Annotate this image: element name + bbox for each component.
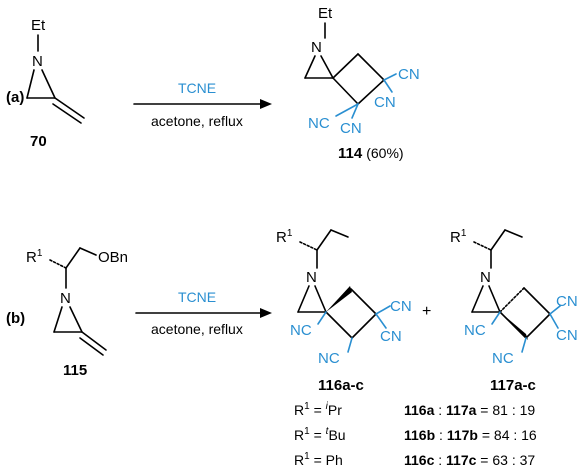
nitrogen-label: N xyxy=(32,53,43,70)
compound-70-structure: Et N xyxy=(26,17,85,124)
compound-114-caption: 114(60%) xyxy=(338,145,404,162)
nc-label: NC xyxy=(318,350,340,367)
compound-114-yield: (60%) xyxy=(366,145,403,161)
ratio-value: 116b : 117b = 84 : 16 xyxy=(404,427,537,443)
part-a-label: (a) xyxy=(6,89,24,106)
ethyl-label: Et xyxy=(31,17,46,34)
nc-label: NC xyxy=(308,115,330,132)
compound-117-structure: R1 N xyxy=(450,228,561,353)
r1-label: R1 xyxy=(276,228,293,246)
compound-114-number: 114 xyxy=(338,145,363,162)
cn-label: CN xyxy=(374,94,396,111)
reagent-tcne-b: TCNE xyxy=(178,289,216,305)
nitrogen-label: N xyxy=(480,269,491,286)
reaction-arrow-b xyxy=(135,308,272,318)
part-b-label: (b) xyxy=(6,310,25,327)
ratio-table: R1 = iPr 116a : 117a = 81 : 19 R1 = tBu … xyxy=(294,401,537,468)
ratio-row: R1 = Ph xyxy=(294,451,343,468)
cn-label: CN xyxy=(390,298,412,315)
plus-sign: + xyxy=(422,303,431,320)
compound-115-structure: R1 N xyxy=(26,247,107,356)
cn-label: CN xyxy=(340,120,362,137)
reaction-arrow-a xyxy=(133,99,272,109)
cn-label: CN xyxy=(398,66,420,83)
compound-116-number: 116a-c xyxy=(318,377,364,394)
conditions-b: acetone, reflux xyxy=(151,321,243,337)
r1-label: R1 xyxy=(26,248,43,266)
cn-label-partial: CN xyxy=(556,327,577,344)
conditions-a: acetone, reflux xyxy=(151,113,243,129)
nc-label: NC xyxy=(464,322,486,339)
ratio-value: 116c : 117c = 63 : 37 xyxy=(404,452,535,468)
ratio-value: 116a : 117a = 81 : 19 xyxy=(404,402,535,418)
compound-70-number: 70 xyxy=(30,133,47,150)
nc-label: NC xyxy=(492,350,514,367)
ratio-row: R1 = iPr xyxy=(294,401,342,418)
compound-114-structure: Et N xyxy=(304,5,397,119)
obn-label: OBn xyxy=(98,249,128,266)
nitrogen-label: N xyxy=(60,290,71,307)
nc-label: NC xyxy=(290,322,312,339)
ratio-row: R1 = tBu xyxy=(294,426,346,443)
nitrogen-label: N xyxy=(306,269,317,286)
compound-117-number: 117a-c xyxy=(490,377,536,394)
r1-label: R1 xyxy=(450,228,467,246)
compound-115-number: 115 xyxy=(63,362,87,379)
cn-label-partial: CN xyxy=(556,293,577,310)
ethyl-label: Et xyxy=(318,5,333,22)
nitrogen-label: N xyxy=(311,39,322,56)
cn-label: CN xyxy=(380,328,402,345)
compound-116-structure: R1 N xyxy=(276,228,391,353)
reagent-tcne-a: TCNE xyxy=(178,80,216,96)
